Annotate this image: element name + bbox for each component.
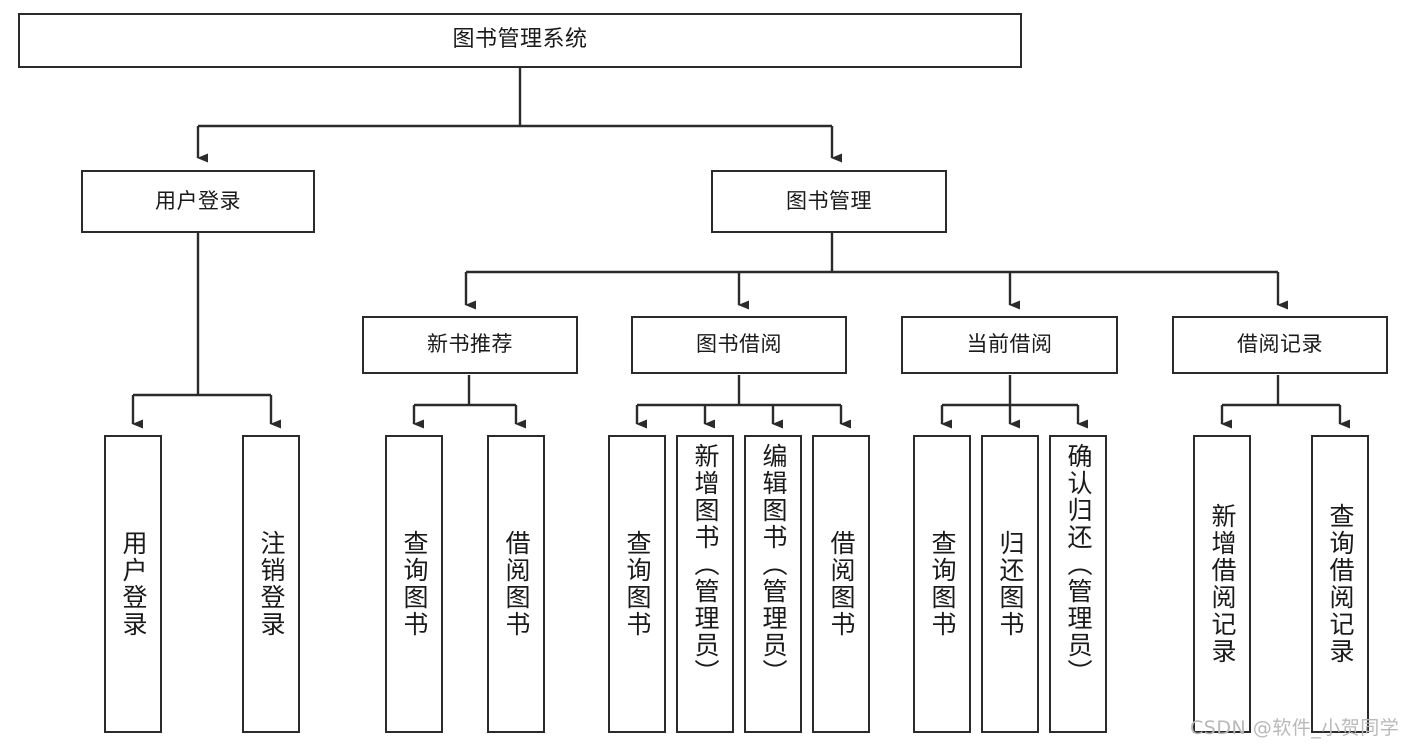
- leaf-current-confirm-return-admin[interactable]: 确认归还（管理员）: [1049, 435, 1107, 733]
- node-book-borrow[interactable]: 图书借阅: [631, 316, 847, 374]
- leaf-current-return-book[interactable]: 归还图书: [981, 435, 1039, 733]
- node-user-login[interactable]: 用户登录: [81, 170, 315, 233]
- leaf-user-login-login[interactable]: 用户登录: [104, 435, 162, 733]
- leaf-recommend-borrow-book[interactable]: 借阅图书: [487, 435, 545, 733]
- leaf-borrow-edit-book-admin[interactable]: 编辑图书（管理员）: [744, 435, 802, 733]
- leaf-record-add-borrow-record[interactable]: 新增借阅记录: [1193, 435, 1251, 733]
- leaf-borrow-borrow-book[interactable]: 借阅图书: [812, 435, 870, 733]
- node-root-book-management-system[interactable]: 图书管理系统: [18, 13, 1022, 68]
- csdn-watermark: CSDN @软件_小贺同学: [1190, 717, 1400, 739]
- node-current-borrow[interactable]: 当前借阅: [901, 316, 1118, 374]
- leaf-recommend-query-book[interactable]: 查询图书: [385, 435, 443, 733]
- leaf-user-login-logout[interactable]: 注销登录: [242, 435, 300, 733]
- leaf-record-query-borrow-record[interactable]: 查询借阅记录: [1311, 435, 1369, 733]
- leaf-borrow-add-book-admin[interactable]: 新增图书（管理员）: [676, 435, 734, 733]
- node-new-book-recommend[interactable]: 新书推荐: [362, 316, 578, 374]
- leaf-borrow-query-book[interactable]: 查询图书: [608, 435, 666, 733]
- node-borrow-record[interactable]: 借阅记录: [1172, 316, 1388, 374]
- node-book-management[interactable]: 图书管理: [711, 170, 947, 233]
- leaf-current-query-book[interactable]: 查询图书: [913, 435, 971, 733]
